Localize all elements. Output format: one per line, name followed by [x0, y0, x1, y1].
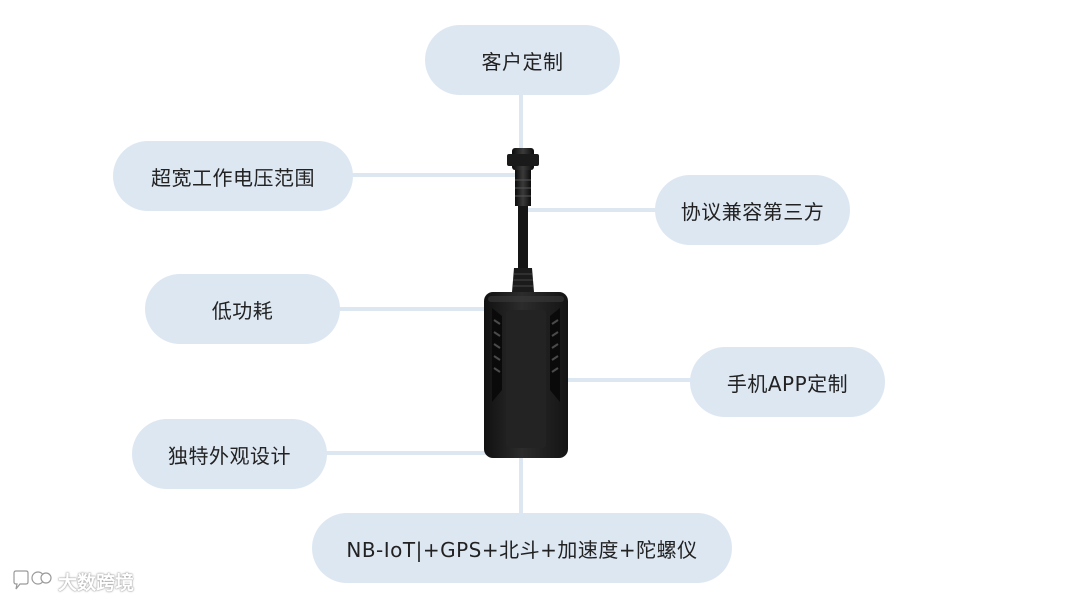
- speech-bubble-logo-icon: [13, 569, 52, 589]
- connector-right-1: [525, 208, 660, 212]
- watermark: 大数跨境: [8, 568, 134, 595]
- feature-pill-left-2: 低功耗: [145, 274, 340, 344]
- connector-left-3: [320, 451, 487, 455]
- watermark-text: 大数跨境: [58, 572, 135, 594]
- connector-top: [519, 92, 523, 160]
- feature-pill-top: 客户定制: [425, 25, 620, 95]
- feature-pill-left-1: 超宽工作电压范围: [113, 141, 353, 211]
- connector-left-1: [345, 173, 515, 177]
- feature-pill-right-2: 手机APP定制: [690, 347, 885, 417]
- feature-pill-left-3: 独特外观设计: [132, 419, 327, 489]
- feature-pill-bottom: NB-IoT|+GPS+北斗+加速度+陀螺仪: [312, 513, 732, 583]
- connector-left-2: [335, 307, 487, 311]
- connector-bottom: [519, 456, 523, 518]
- feature-pill-right-1: 协议兼容第三方: [655, 175, 850, 245]
- gps-tracker-device-icon: [484, 148, 568, 458]
- connector-right-2: [566, 378, 696, 382]
